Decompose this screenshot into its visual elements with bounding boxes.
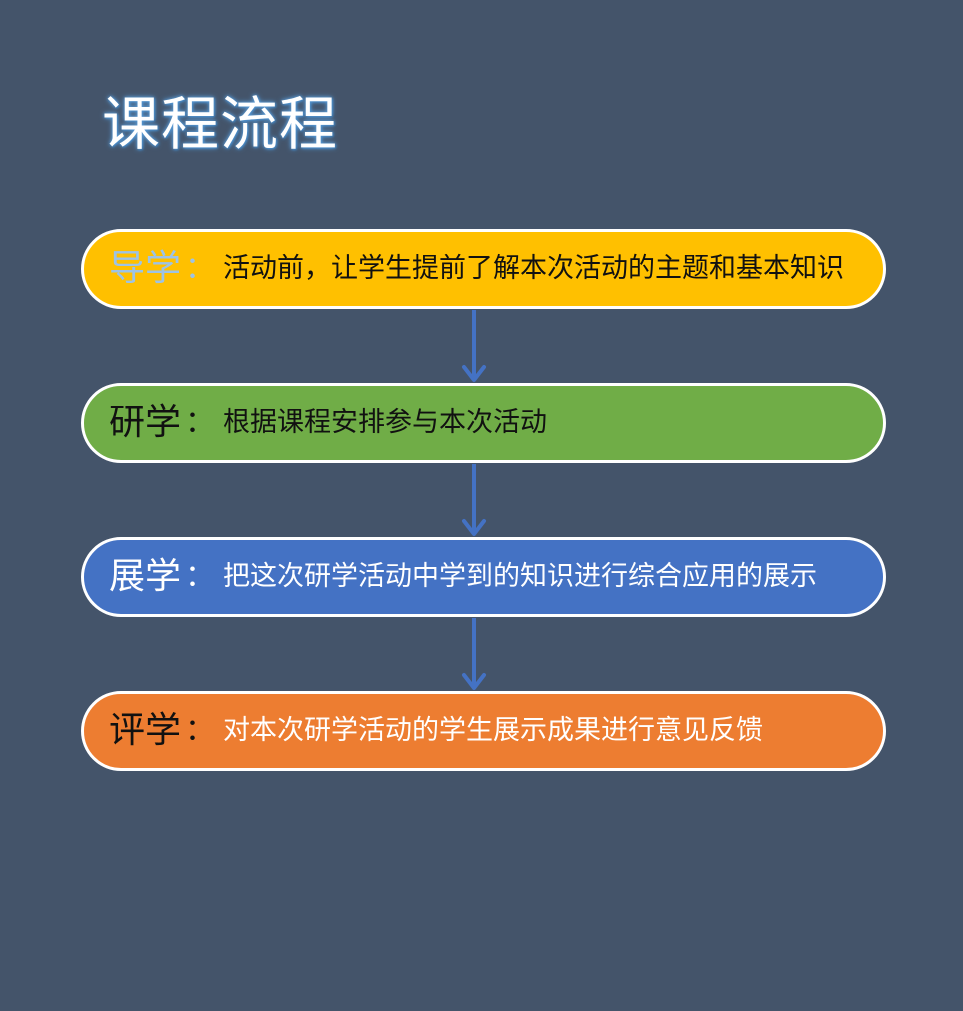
step-label: 研学 — [109, 402, 182, 443]
step-description: 根据课程安排参与本次活动 — [223, 407, 548, 438]
step-description: 对本次研学活动的学生展示成果进行意见反馈 — [223, 715, 764, 746]
step-separator: ： — [185, 251, 216, 286]
step-label: 展学 — [109, 556, 182, 597]
step-yanxue: 研学 ： 根据课程安排参与本次活动 — [81, 383, 886, 463]
step-daoxue: 导学 ： 活动前，让学生提前了解本次活动的主题和基本知识 — [81, 229, 886, 309]
step-separator: ： — [185, 713, 216, 748]
arrow-down-icon — [462, 310, 486, 382]
arrow-down-icon — [462, 464, 486, 536]
step-pingxue: 评学 ： 对本次研学活动的学生展示成果进行意见反馈 — [81, 691, 886, 771]
page-title: 课程流程 — [102, 90, 339, 158]
step-description: 把这次研学活动中学到的知识进行综合应用的展示 — [223, 561, 818, 592]
step-label: 导学 — [109, 248, 182, 289]
arrow-down-icon — [462, 618, 486, 690]
step-separator: ： — [185, 559, 216, 594]
step-zhanxue: 展学 ： 把这次研学活动中学到的知识进行综合应用的展示 — [81, 537, 886, 617]
step-separator: ： — [185, 405, 216, 440]
step-label: 评学 — [109, 710, 182, 751]
step-description: 活动前，让学生提前了解本次活动的主题和基本知识 — [223, 253, 845, 284]
